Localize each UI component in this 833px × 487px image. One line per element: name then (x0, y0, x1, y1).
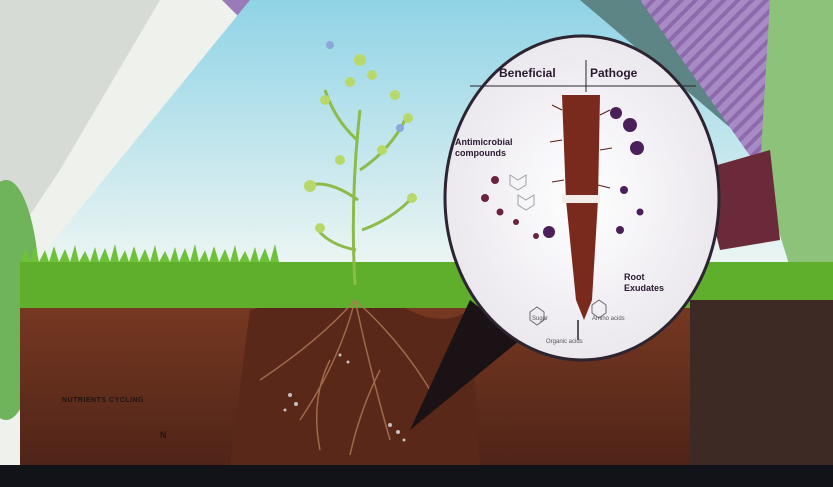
antimicrobial-label: Antimicrobial compounds (455, 137, 545, 159)
bottom-band (0, 465, 833, 487)
root-band (562, 195, 600, 203)
nitrogen-label: N (160, 430, 167, 440)
nutrients-cycling-label: NUTRIENTS CYCLING (62, 397, 144, 404)
exudate-bottom-label: Organic acids (546, 339, 583, 345)
beneficial-label: Beneficial (499, 66, 556, 80)
exudate-left-label: Sugar (532, 316, 548, 322)
pathogen-label: Pathoge (590, 66, 637, 80)
exudate-right-label: Amino acids (592, 316, 625, 322)
root-exudates-label: Root Exudates (624, 272, 684, 294)
right-soil-shadow (690, 300, 833, 465)
